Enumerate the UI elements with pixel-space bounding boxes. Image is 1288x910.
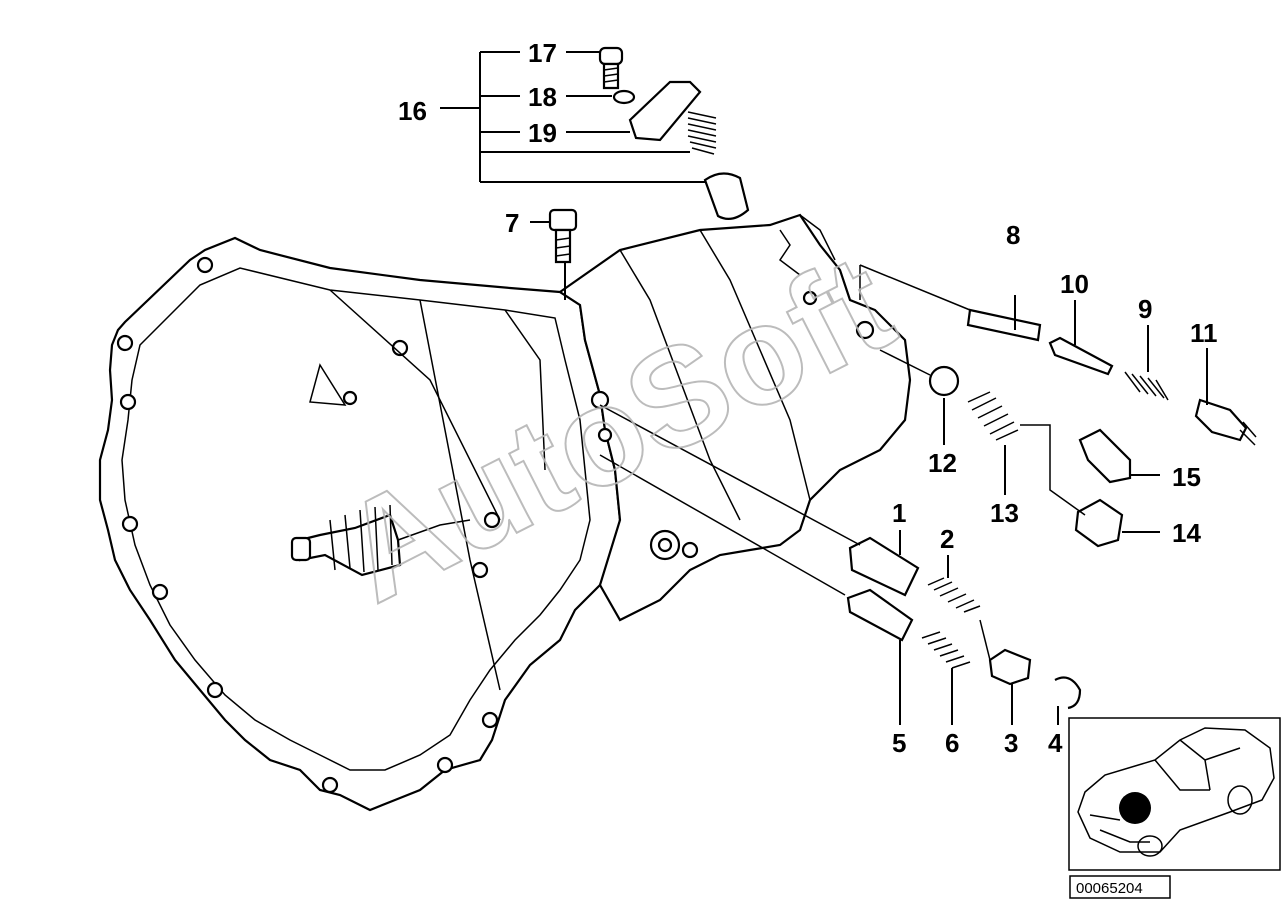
washer-18 [612, 89, 636, 105]
callout-13: 13 [990, 498, 1019, 528]
callout-15: 15 [1172, 462, 1201, 492]
callout-10: 10 [1060, 269, 1089, 299]
input-shaft [290, 504, 471, 577]
callout-17: 17 [528, 38, 557, 68]
pin-8 [966, 308, 1042, 342]
spring-13 [967, 391, 1019, 441]
diagram-code: 00065204 [1076, 880, 1143, 897]
sleeve-16 [703, 172, 750, 221]
callout-19: 19 [528, 118, 557, 148]
plate-19 [628, 80, 702, 142]
callout-16: 16 [398, 96, 427, 126]
callouts: 17 18 16 19 7 8 10 9 11 12 15 13 1 14 2 … [398, 38, 1218, 758]
callout-1: 1 [892, 498, 906, 528]
callout-2: 2 [940, 524, 954, 554]
callout-12: 12 [928, 448, 957, 478]
car-outline [1077, 727, 1275, 857]
spring-top [687, 111, 717, 155]
bolt-17 [598, 46, 624, 90]
callout-14: 14 [1172, 518, 1201, 548]
ball-12 [928, 365, 960, 397]
leader-lines [440, 51, 1208, 725]
circlip-4 [1054, 676, 1082, 710]
plug-15 [1078, 428, 1132, 484]
spring-9 [1124, 371, 1169, 401]
sleeve-1 [848, 536, 920, 597]
location-marker [1119, 792, 1151, 824]
transmission-housing [98, 213, 912, 812]
callout-7: 7 [505, 208, 519, 238]
sleeve-5 [846, 588, 914, 642]
callout-8: 8 [1006, 220, 1020, 250]
callout-9: 9 [1138, 294, 1152, 324]
bolt-7 [548, 208, 578, 264]
callout-6: 6 [945, 728, 959, 758]
pin-10 [1048, 336, 1114, 376]
diagram-code-box: 00065204 [1069, 875, 1171, 899]
callout-4: 4 [1048, 728, 1063, 758]
switch-11 [1194, 398, 1257, 446]
spring-2 [927, 577, 981, 613]
callout-5: 5 [892, 728, 906, 758]
cap-14 [1074, 498, 1124, 548]
callout-18: 18 [528, 82, 557, 112]
callout-11: 11 [1190, 318, 1218, 348]
spring-6 [921, 631, 971, 669]
callout-3: 3 [1004, 728, 1018, 758]
cap-3 [988, 648, 1032, 686]
car-locator-thumbnail [1068, 717, 1281, 871]
